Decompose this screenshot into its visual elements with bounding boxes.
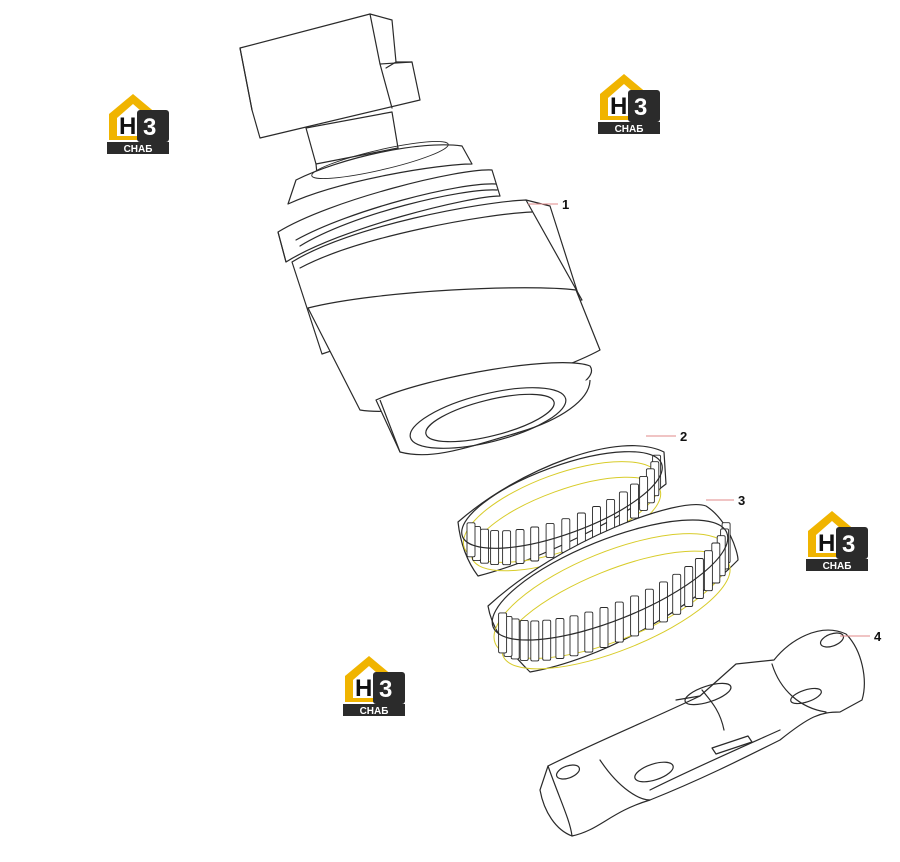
logo-letter-h: H: [610, 93, 627, 120]
logo-letter-3: 3: [143, 114, 156, 141]
roller: [684, 566, 694, 607]
roller: [630, 595, 640, 637]
part-3-roller-bearing-large: [487, 504, 739, 673]
roller: [599, 607, 609, 648]
roller: [530, 620, 540, 662]
roller: [672, 573, 682, 615]
roller: [542, 619, 552, 661]
roller: [703, 550, 713, 592]
roller-row-large: [498, 522, 731, 662]
logo-caption: СНАБ: [615, 124, 644, 135]
logo-caption: СНАБ: [124, 144, 153, 155]
roller: [490, 530, 500, 566]
logo-letter-3: 3: [842, 531, 855, 558]
logo-letter-3: 3: [379, 676, 392, 703]
watermark-logo-4: H 3 СНАБ: [343, 654, 405, 717]
logo-letter-h: H: [119, 113, 136, 140]
watermark-logo-3: H 3 СНАБ: [806, 509, 868, 572]
roller: [584, 611, 594, 653]
watermark-logo-1: H 3 СНАБ: [107, 92, 169, 155]
logo-caption: СНАБ: [823, 561, 852, 572]
part-2-roller-bearing-small: [457, 445, 667, 577]
callout-2: 2: [680, 429, 687, 444]
roller: [639, 475, 649, 511]
roller: [711, 542, 721, 584]
roller: [644, 588, 654, 630]
callout-3: 3: [738, 493, 745, 508]
roller: [480, 528, 489, 564]
watermark-logo-2: H 3 СНАБ: [598, 72, 660, 135]
logo-letter-3: 3: [634, 94, 647, 121]
logo-caption: СНАБ: [360, 706, 389, 717]
roller: [466, 522, 476, 558]
callout-4: 4: [874, 629, 882, 644]
part-1-motor-housing: [239, 13, 601, 456]
roller: [555, 618, 565, 659]
logo-letter-h: H: [818, 530, 835, 557]
roller: [614, 601, 624, 643]
logo-letter-h: H: [355, 675, 372, 702]
roller: [659, 581, 668, 623]
roller: [498, 612, 508, 654]
roller: [569, 615, 579, 657]
callout-1: 1: [562, 197, 569, 212]
